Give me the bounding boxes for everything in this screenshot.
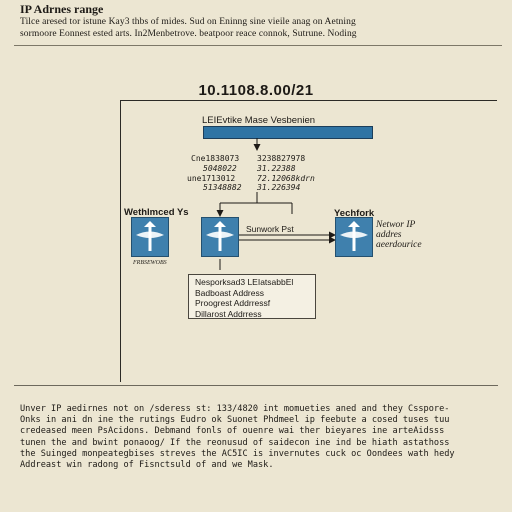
router-icon [340, 221, 368, 251]
left-node-caption: FRBSEWOBS [133, 260, 167, 266]
right-node-label: Yechfork [334, 208, 375, 219]
range-start-2: 5048022 [203, 164, 237, 173]
range-start-4: 51348882 [203, 183, 242, 192]
info-box-line: Badboast Address [195, 287, 264, 298]
right-node-caption-1: Networ IP [376, 220, 416, 230]
divider [14, 385, 498, 386]
range-end-1: 3238827978 [257, 154, 306, 163]
info-box-line: Nesporksad3 LEIatsabbEl [195, 277, 294, 287]
intro-line-1: Tilce aresed tor istune Kay3 thbs of mid… [20, 17, 356, 27]
range-end-4: 31.226394 [257, 183, 301, 192]
left-node-label: Wethlmced Ys [124, 207, 189, 218]
page-title: IP Adrnes range [20, 2, 104, 16]
body-line: Unver IP aedirnes not on /sderess st: 13… [20, 404, 450, 414]
body-paragraph: Unver IP aedirnes not on /sderess st: 13… [20, 404, 500, 471]
info-box-line: Proogrest Addrressf [195, 298, 271, 308]
left-node [131, 217, 169, 257]
range-start-1: Cne1838073 [191, 154, 240, 163]
intro-line-2: sormoore Eonnest ested arts. In2Menbetro… [20, 29, 357, 39]
header-bar [203, 126, 373, 139]
right-node-caption-2: addres [376, 230, 402, 240]
body-line: the Suinged monpeategbises streves the A… [20, 448, 455, 459]
range-end-2: 31.22388 [257, 164, 296, 173]
diagram-frame [120, 100, 497, 382]
body-line: tunen the and bwint ponaoog/ If the reon… [20, 437, 450, 448]
range-end-3: 72.12068kdrn [257, 174, 315, 183]
range-start-3: une1713012 [187, 174, 236, 183]
info-box: Nesporksad3 LEIatsabbEl Badboast Address… [188, 274, 316, 319]
right-node-caption-3: aeerdourice [376, 240, 422, 250]
header-label: LEIEvtike Mase Vesbenien [202, 115, 316, 126]
diagram-title: 10.1108.8.00/21 [198, 82, 314, 99]
router-icon [206, 221, 234, 251]
link-label: Sunwork Pst [246, 224, 294, 234]
body-line: Onks in ani dn ine the rutings Eudro ok … [20, 415, 450, 426]
info-box-line: Dillarost Addrress [195, 308, 262, 319]
center-node [201, 217, 239, 257]
body-line: Addreast win radong of Fisnctsuld of and… [20, 460, 274, 471]
body-line: credeased meen PsAcidons. Debmand fonls … [20, 426, 445, 437]
divider [14, 45, 502, 46]
right-node [335, 217, 373, 257]
router-icon [136, 221, 164, 251]
